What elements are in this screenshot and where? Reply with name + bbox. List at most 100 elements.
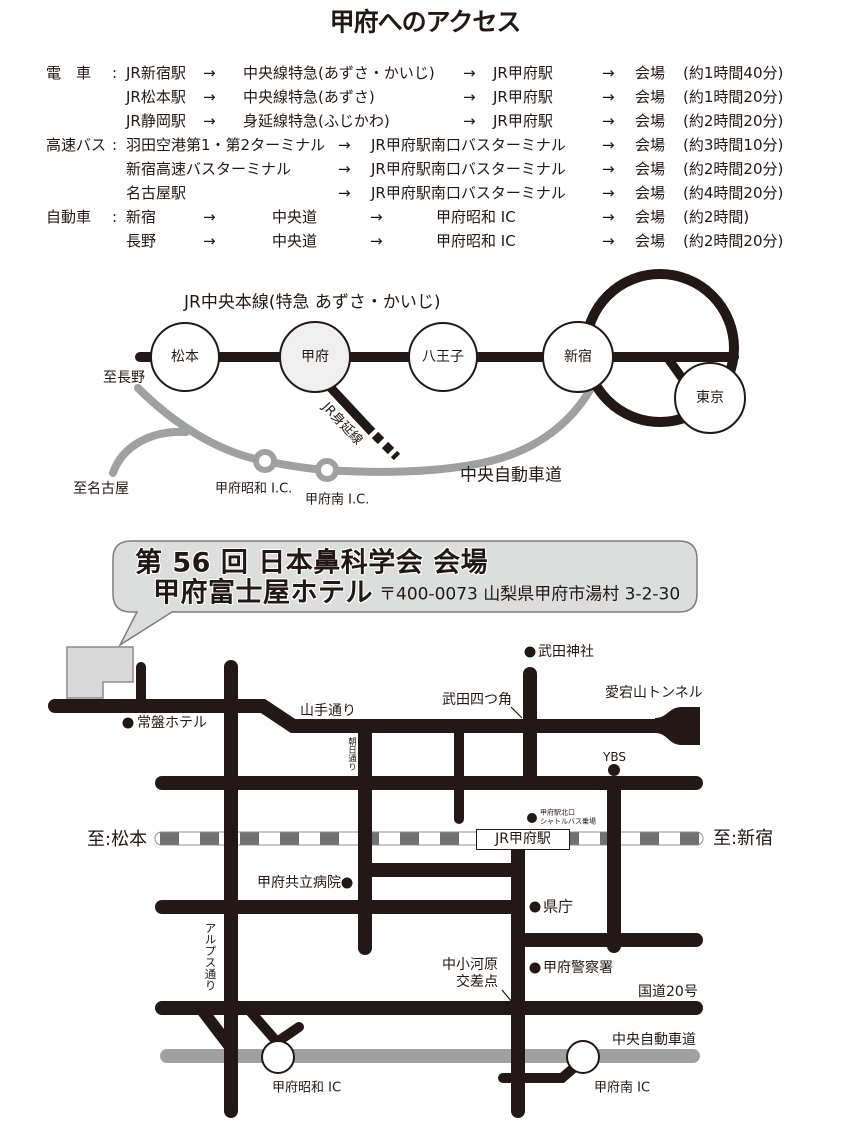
interchange-showa	[261, 1040, 295, 1074]
route-origin: JR松本駅	[126, 88, 186, 106]
label-ic-showa-diagram: 甲府昭和 I.C.	[215, 481, 293, 497]
arrow-icon: →	[203, 112, 216, 130]
arrow-icon: →	[338, 136, 351, 154]
expressway-route-diagram	[109, 384, 594, 477]
landmark-dot-takeda-shrine	[524, 646, 536, 658]
venue-callout-bubble	[112, 540, 698, 648]
station-circle-tokyo	[674, 362, 746, 434]
route-transfer-point: JR甲府駅	[493, 112, 553, 130]
station-sign-kofu: JR甲府駅	[476, 829, 570, 850]
arrow-icon: →	[370, 232, 383, 250]
arrow-icon: →	[338, 160, 351, 178]
travel-time: (約3時間10分)	[683, 136, 784, 154]
route-transfer-point: 甲府昭和 IC	[436, 232, 516, 250]
arrow-icon: →	[602, 208, 615, 226]
road-yamate	[48, 699, 663, 733]
route-transfer-point: JR甲府駅	[493, 64, 553, 82]
label-ic-showa: 甲府昭和 IC	[272, 1080, 342, 1096]
tunnel-portal	[655, 707, 700, 745]
pointer-lines	[501, 706, 523, 1003]
access-row: 長野→中央道→甲府昭和 IC→会場(約2時間20分)	[0, 232, 850, 250]
label-road-alps: アルプス通り	[203, 922, 218, 991]
railway-tie	[400, 832, 419, 845]
station-circle-kofu	[279, 321, 351, 393]
minobu-line-dash	[371, 431, 385, 445]
access-row: 高速バス:羽田空港第1・第2ターミナル→JR甲府駅南口バスターミナル→会場(約3…	[0, 136, 850, 154]
label-prefectural-office: 県庁	[543, 897, 574, 916]
label-to-nagano: 至長野	[103, 370, 145, 386]
page-title: 甲府へのアクセス	[329, 7, 522, 37]
road-ic-ramp-2	[244, 1005, 282, 1047]
access-row: JR静岡駅→身延線特急(ふじかわ)→JR甲府駅→会場(約2時間20分)	[0, 112, 850, 130]
category-separator: :	[112, 208, 118, 226]
label-nakakogawara-line2: 交差点	[456, 974, 498, 990]
station-label-hachioji: 八王子	[422, 349, 464, 365]
route-destination: 会場	[635, 136, 666, 154]
route-destination: 会場	[635, 232, 666, 250]
label-to-matsumoto: 至:松本	[87, 829, 148, 850]
arrow-icon: →	[602, 64, 615, 82]
pointer-takeda-yotsukado	[510, 706, 523, 719]
access-row: JR松本駅→中央線特急(あずさ)→JR甲府駅→会場(約1時間20分)	[0, 88, 850, 106]
travel-time: (約2時間)	[683, 208, 750, 226]
route-destination: 会場	[635, 184, 666, 202]
transport-category: 高速バス	[46, 136, 107, 154]
minobu-line-dash	[381, 441, 395, 455]
route-destination: 会場	[635, 64, 666, 82]
route-via: 身延線特急(ふじかわ)	[243, 112, 390, 130]
arrow-icon: →	[203, 88, 216, 106]
label-expressway: 中央自動車道	[612, 1032, 696, 1048]
route-destination: 会場	[635, 88, 666, 106]
arrow-icon: →	[203, 64, 216, 82]
travel-time: (約1時間40分)	[683, 64, 784, 82]
railway-tie	[440, 832, 459, 845]
label-ic-minami: 甲府南 IC	[594, 1080, 651, 1096]
station-label-tokyo: 東京	[696, 390, 724, 406]
arrow-icon: →	[463, 88, 476, 106]
interchange-markers-diagram	[253, 449, 339, 482]
travel-time: (約2時間20分)	[683, 112, 784, 130]
arrow-icon: →	[602, 112, 615, 130]
arrow-icon: →	[602, 232, 615, 250]
landmark-dot-tokiwa-hotel	[122, 717, 134, 729]
venue-hotel-name: 甲府富士屋ホテル	[153, 577, 373, 609]
minobu-line	[326, 383, 376, 436]
access-row: 自動車:新宿→中央道→甲府昭和 IC→会場(約2時間)	[0, 208, 850, 226]
route-destination: 会場	[635, 160, 666, 178]
landmark-dot-prefectural-office	[529, 901, 541, 913]
railway-tie	[320, 832, 339, 845]
transport-category: 電 車	[46, 64, 92, 82]
roads	[48, 660, 703, 1118]
interchange-marker-showa-center	[259, 455, 271, 467]
railway-tie	[160, 832, 179, 845]
label-north-exit-line1: 甲府駅北口	[540, 808, 575, 817]
label-nakakogawara-line1: 中小河原	[442, 957, 498, 973]
travel-time: (約4時間20分)	[683, 184, 784, 202]
station-label-kofu: 甲府	[301, 349, 329, 365]
interchange-marker-minami-center	[321, 464, 333, 476]
station-circle-shinjuku	[542, 321, 614, 393]
route-transfer-point: JR甲府駅南口バスターミナル	[371, 136, 566, 154]
label-ic-minami-diagram: 甲府南 I.C.	[305, 492, 370, 508]
label-tokiwa-hotel: 常盤ホテル	[137, 715, 207, 731]
label-tunnel: 愛宕山トンネル	[605, 685, 703, 701]
landmark-dots	[122, 646, 620, 974]
label-expressway-diagram: 中央自動車道	[460, 465, 562, 486]
route-transfer-point: JR甲府駅南口バスターミナル	[371, 184, 566, 202]
venue-event-title: 第 56 回 日本鼻科学会 会場	[135, 547, 489, 579]
station-label-matsumoto: 松本	[171, 349, 199, 365]
route-via: 中央道	[272, 232, 318, 250]
access-row: 新宿高速バスターミナル→JR甲府駅南口バスターミナル→会場(約2時間20分)	[0, 160, 850, 178]
arrow-icon: →	[463, 64, 476, 82]
interchange-minami	[566, 1040, 600, 1074]
label-road-yamate: 山手通り	[300, 703, 356, 719]
route-origin: JR新宿駅	[126, 64, 186, 82]
label-police: 甲府警察署	[543, 960, 613, 976]
arrow-icon: →	[602, 136, 615, 154]
route-via: 中央道	[272, 208, 318, 226]
route-destination: 会場	[635, 112, 666, 130]
route-origin: 新宿高速バスターミナル	[126, 160, 292, 178]
access-table: 電 車:JR新宿駅→中央線特急(あずさ・かいじ)→JR甲府駅→会場(約1時間40…	[0, 0, 850, 260]
road-minami-ic-access	[498, 1061, 581, 1083]
route-destination: 会場	[635, 208, 666, 226]
